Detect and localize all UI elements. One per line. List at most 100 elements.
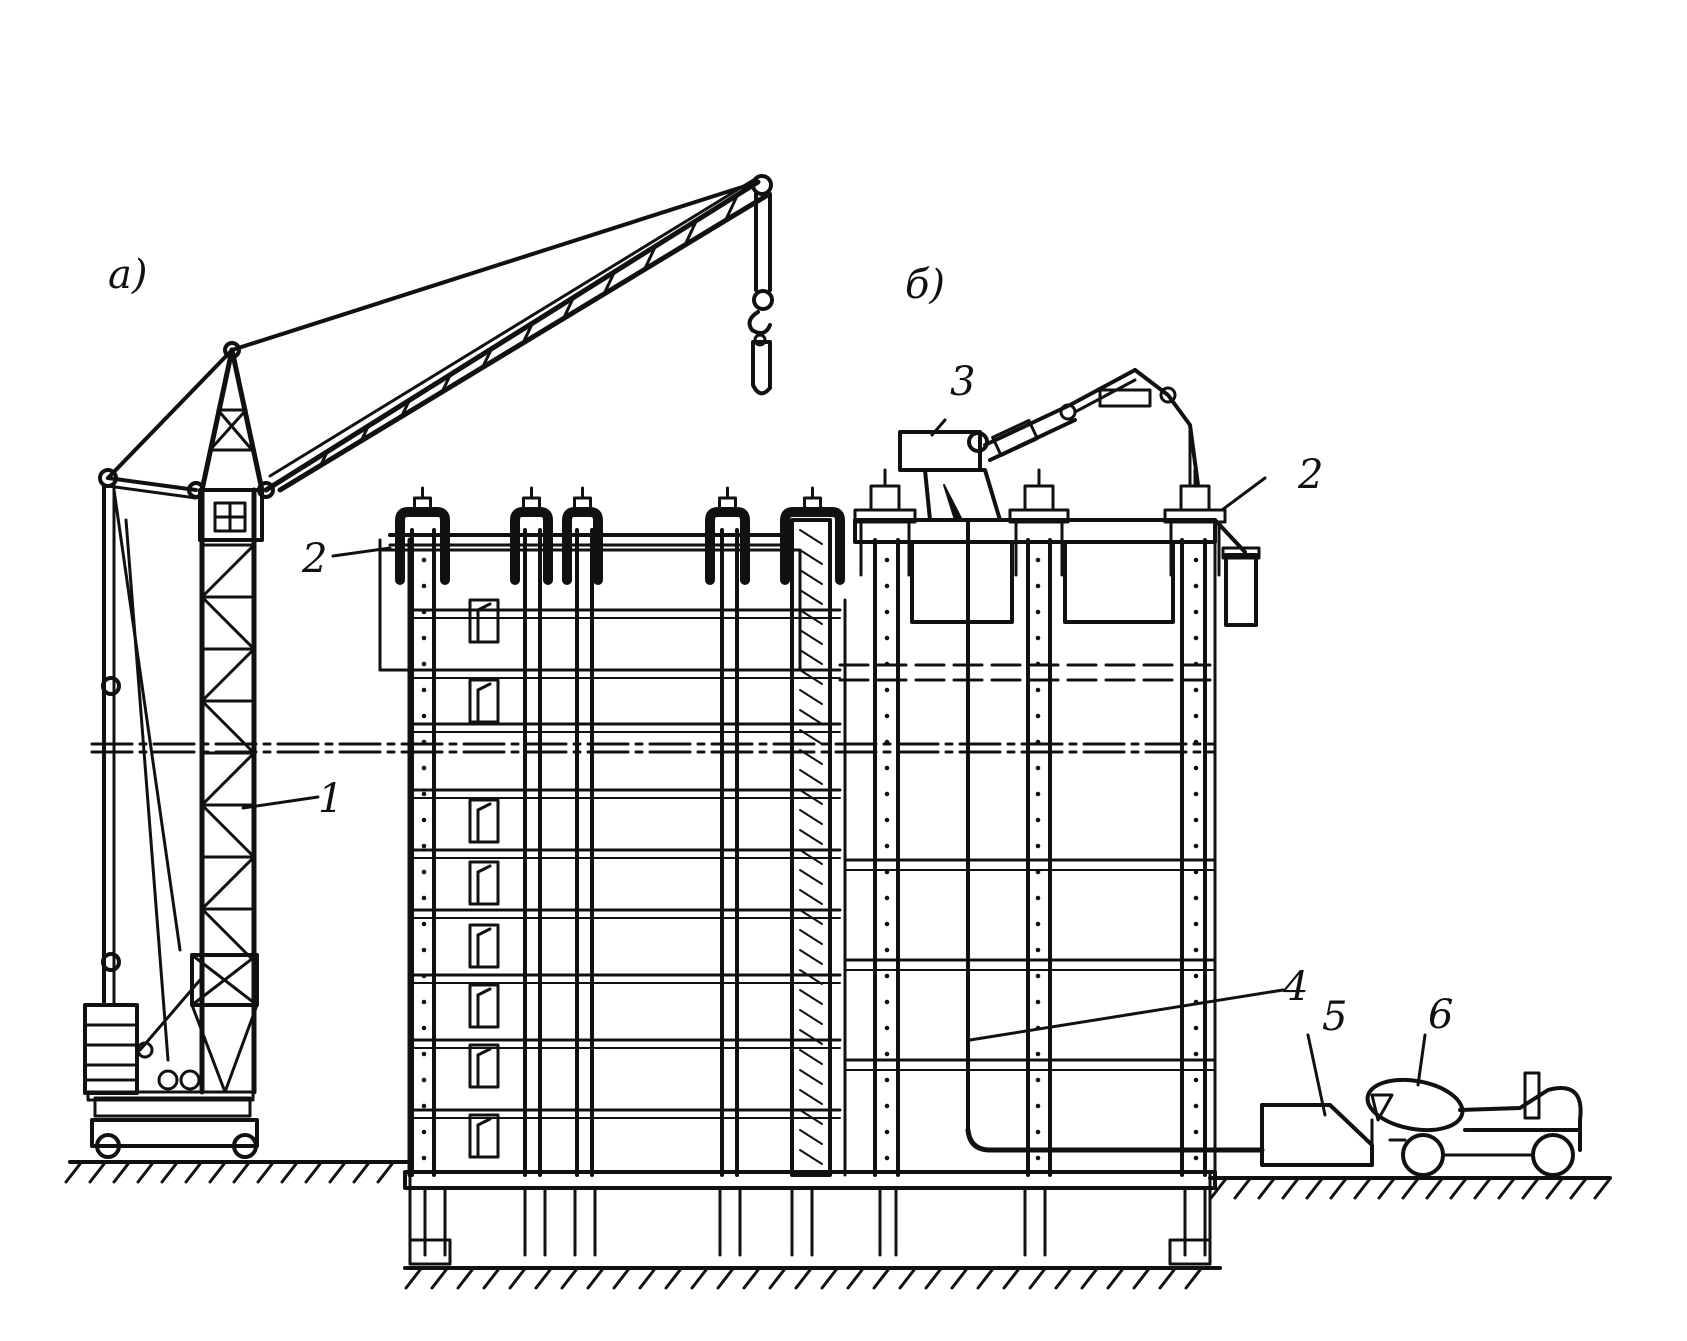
hatch-mark <box>256 1162 274 1184</box>
concrete-dot <box>1193 1051 1199 1057</box>
jib-brace <box>562 296 575 320</box>
mast-brace <box>200 751 256 807</box>
wall-hatch-mark <box>799 689 823 705</box>
concrete-dot <box>1193 557 1199 563</box>
concrete-dot <box>1193 713 1199 719</box>
wall-hatch-mark <box>799 789 823 805</box>
wall-hatch-mark <box>799 929 823 945</box>
jib-brace <box>602 270 616 296</box>
jack-head <box>869 484 901 512</box>
hatch-mark <box>1401 1178 1419 1200</box>
concrete-dot <box>884 791 890 797</box>
jib-brace <box>643 244 657 271</box>
concrete-dot <box>421 1103 427 1109</box>
hatch-mark <box>112 1162 130 1184</box>
concrete-dot <box>1035 1051 1041 1057</box>
concrete-dot <box>1193 687 1199 693</box>
wall-hatch-mark <box>799 869 823 885</box>
hatch-mark <box>508 1268 526 1290</box>
hatch-mark <box>586 1268 604 1290</box>
concrete-dot <box>1035 609 1041 615</box>
jib-brace <box>319 450 329 467</box>
wall-hatch-mark <box>799 529 823 545</box>
concrete-dot <box>1193 1103 1199 1109</box>
wall-hatch-mark <box>799 849 823 865</box>
label-variant-b: б) <box>905 262 945 308</box>
concrete-dot <box>884 973 890 979</box>
hatch-mark <box>612 1268 630 1290</box>
hatch-mark <box>184 1162 202 1184</box>
wall-hatch-mark <box>799 1009 823 1025</box>
wall-hatch-mark <box>799 1109 823 1125</box>
jib-brace <box>521 321 534 345</box>
concrete-dot <box>1035 895 1041 901</box>
concrete-dot <box>421 1077 427 1083</box>
concrete-distributor <box>898 368 1265 1153</box>
leader-lines <box>241 418 1427 1117</box>
wall-hatch-mark <box>799 609 823 625</box>
label-1-crane: 1 <box>318 776 343 822</box>
crane-base <box>83 978 259 1159</box>
concrete-dot <box>1193 973 1199 979</box>
concrete-dot <box>421 947 427 953</box>
hatch-mark <box>664 1268 682 1290</box>
jib-brace <box>481 347 493 369</box>
hatch-mark <box>1521 1178 1539 1200</box>
hatch-mark <box>404 1268 422 1290</box>
hatch-mark <box>976 1268 994 1290</box>
right-building <box>838 518 1261 1177</box>
hatch-mark <box>690 1268 708 1290</box>
concrete-dot <box>421 999 427 1005</box>
concrete-dot <box>884 921 890 927</box>
concrete-dot <box>421 765 427 771</box>
hatch-mark <box>1497 1178 1515 1200</box>
hatch-mark <box>1106 1268 1124 1290</box>
concrete-dot <box>884 1155 890 1161</box>
concrete-dot <box>1035 921 1041 927</box>
concrete-dot <box>421 843 427 849</box>
window-opening <box>468 1043 500 1089</box>
concrete-dot <box>421 973 427 979</box>
jack-head <box>1023 484 1055 512</box>
wall-hatch-mark <box>799 649 823 665</box>
concrete-dot <box>421 609 427 615</box>
hatch-mark <box>430 1268 448 1290</box>
concrete-dot <box>421 687 427 693</box>
concrete-dot <box>421 869 427 875</box>
concrete-dot <box>421 817 427 823</box>
label-6-mixer: 6 <box>1428 992 1453 1038</box>
concrete-dot <box>1193 1077 1199 1083</box>
wall-hatch-mark <box>799 669 823 685</box>
concrete-dot <box>1193 921 1199 927</box>
concrete-dot <box>1193 1025 1199 1031</box>
hatch-mark <box>1257 1178 1275 1200</box>
concrete-dot <box>1035 817 1041 823</box>
hatch-mark <box>1209 1178 1227 1200</box>
concrete-dot <box>1193 609 1199 615</box>
hatch-mark <box>1593 1178 1611 1200</box>
labels: a) б) 1 2 2 3 4 5 6 <box>108 252 1453 1040</box>
hatch-mark <box>1377 1178 1395 1200</box>
hatch-mark <box>560 1268 578 1290</box>
wall-hatch-mark <box>799 809 823 825</box>
mast-brace <box>200 803 256 859</box>
concrete-dot <box>1035 947 1041 953</box>
mixer-truck <box>1365 1071 1583 1177</box>
concrete-dot <box>884 765 890 771</box>
hatch-mark <box>1080 1268 1098 1290</box>
concrete-dot <box>1035 843 1041 849</box>
window-mark <box>476 602 492 612</box>
hatch-mark <box>280 1162 298 1184</box>
concrete-dot <box>1035 1129 1041 1135</box>
concrete-dot <box>884 1077 890 1083</box>
label-4-pipe: 4 <box>1282 964 1308 1010</box>
hatch-mark <box>638 1268 656 1290</box>
wall-hatch-mark <box>799 709 823 725</box>
hatch-mark <box>1054 1268 1072 1290</box>
hatch-mark <box>950 1268 968 1290</box>
wall-hatch-mark <box>799 589 823 605</box>
concrete-dot <box>421 895 427 901</box>
label-2-right-formwork: 2 <box>1297 452 1323 498</box>
hatch-mark <box>794 1268 812 1290</box>
